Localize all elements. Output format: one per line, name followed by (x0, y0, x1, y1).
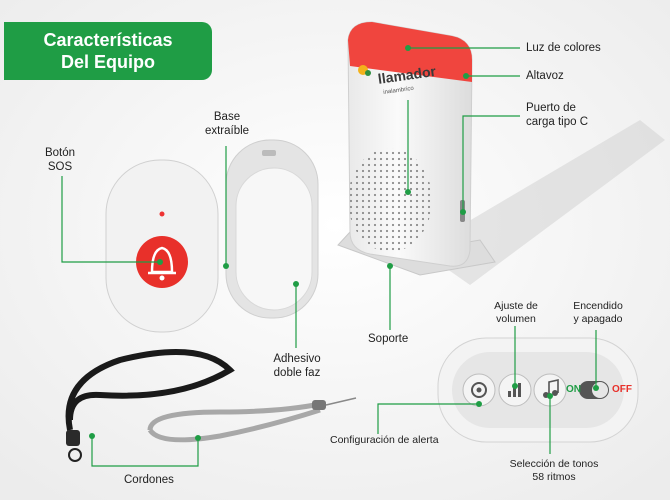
label-luz: Luz de colores (526, 42, 601, 54)
on-label: ON (566, 384, 581, 395)
callout-lines (61, 47, 597, 467)
lanyard-gray (147, 397, 357, 443)
lanyard-black (65, 349, 235, 462)
sos-button-device (105, 159, 219, 333)
control-panel-device (437, 337, 639, 443)
off-label: OFF (612, 384, 632, 395)
removable-base (225, 139, 319, 319)
brand-logo-icon (358, 65, 371, 76)
label-boton-sos: Botón SOS (44, 147, 76, 173)
bell-icon (148, 246, 176, 281)
label-encendido: Encendido y apagado (573, 300, 623, 325)
label-tonos: Selección de tonos 58 ritmos (509, 458, 599, 483)
label-adhesivo: Adhesivo doble faz (273, 353, 321, 379)
speaker-grille (348, 148, 432, 252)
callout-dots (89, 45, 599, 441)
label-ajuste-volumen: Ajuste de volumen (494, 300, 538, 325)
color-light (348, 22, 472, 82)
label-soporte: Soporte (368, 333, 409, 345)
title-line2: Del Equipo (61, 52, 155, 72)
label-altavoz: Altavoz (526, 70, 564, 82)
label-base: Base extraíble (204, 111, 250, 137)
volume-bars-icon (508, 383, 521, 397)
title-line1: Características (43, 30, 173, 50)
speaker-unit (347, 21, 473, 267)
label-puerto: Puerto de carga tipo C (526, 102, 589, 128)
gear-icon (471, 382, 487, 398)
label-configuracion: Configuración de alerta (330, 434, 439, 446)
label-cordones: Cordones (124, 474, 174, 486)
title-banner: Características Del Equipo (4, 22, 212, 80)
